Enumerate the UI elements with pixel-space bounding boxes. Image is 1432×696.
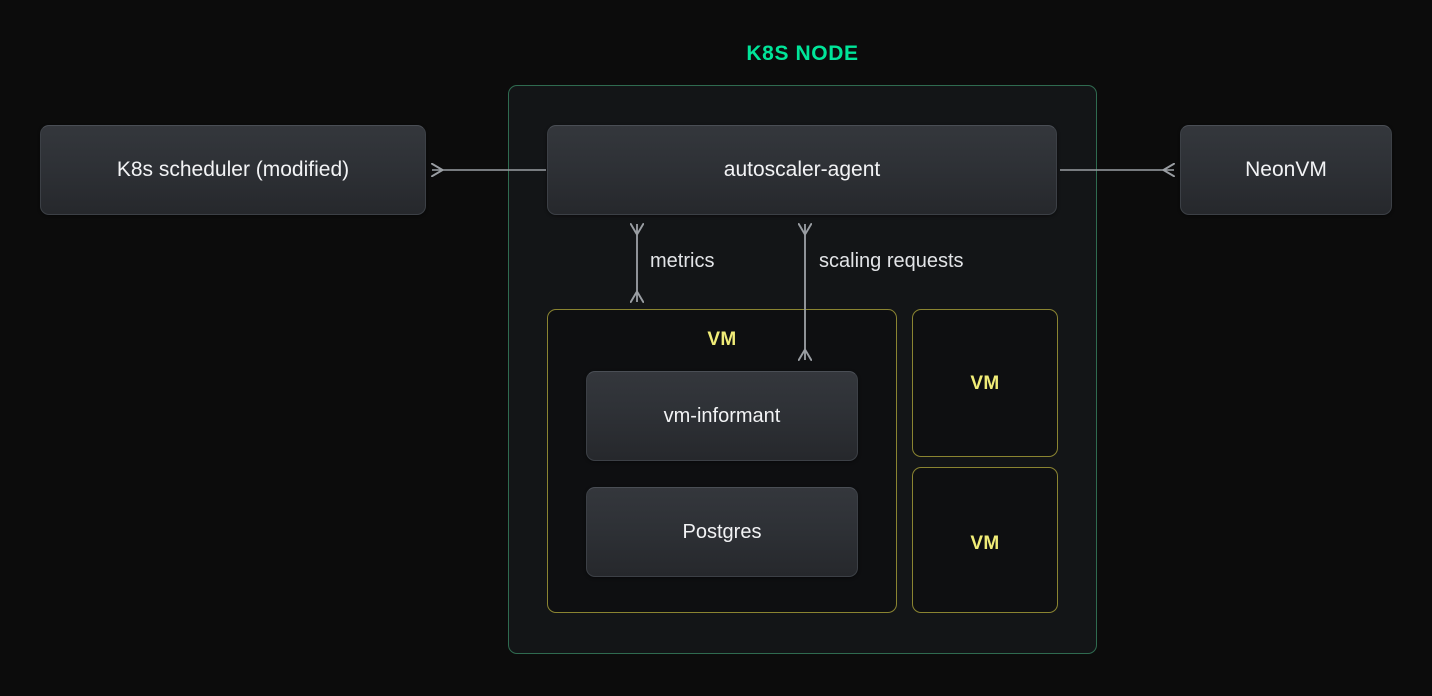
postgres-box[interactable]: Postgres [586,487,858,577]
vm-secondary-label-1: VM [970,373,1000,394]
autoscaler-agent-box[interactable]: autoscaler-agent [547,125,1057,215]
metrics-edge-label: metrics [650,250,715,272]
vm-secondary-box-2[interactable] [912,467,1058,613]
vm-informant-label: vm-informant [663,404,781,427]
autoscaler-agent-label: autoscaler-agent [723,158,881,181]
k8s-scheduler-box[interactable]: K8s scheduler (modified) [40,125,426,215]
postgres-label: Postgres [682,520,762,543]
page-title: K8S NODE [746,42,859,65]
k8s-scheduler-label: K8s scheduler (modified) [116,158,350,181]
scaling-requests-edge-label: scaling requests [819,250,964,272]
neonvm-box[interactable]: NeonVM [1180,125,1392,215]
neonvm-label: NeonVM [1245,158,1327,181]
vm-secondary-box-1[interactable] [912,309,1058,457]
vm-secondary-label-2: VM [970,533,1000,554]
vm-informant-box[interactable]: vm-informant [586,371,858,461]
vm-main-label: VM [707,329,737,350]
